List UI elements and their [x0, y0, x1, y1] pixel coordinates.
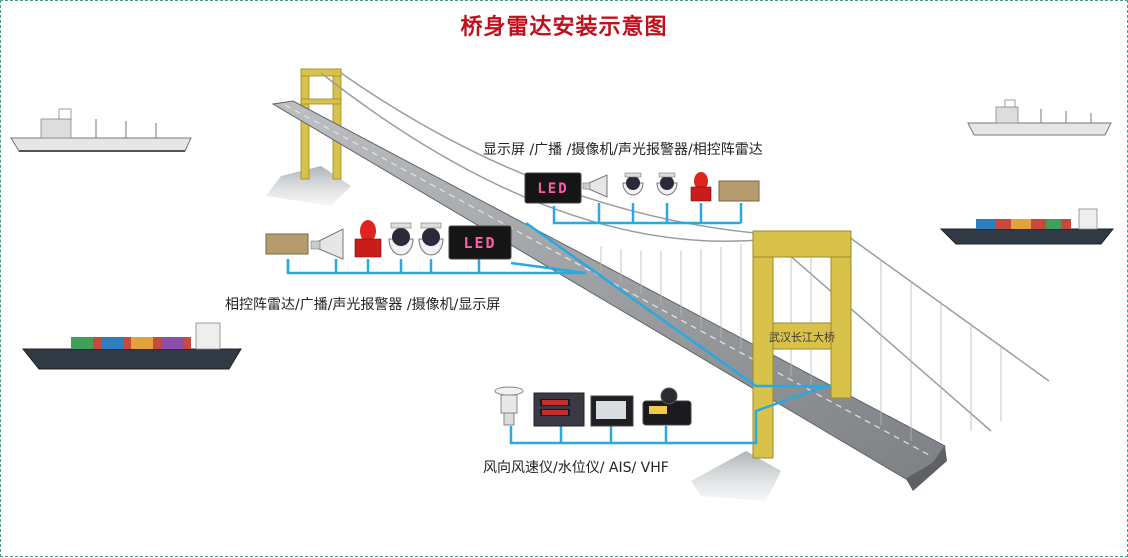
container-ship-left: [21, 322, 242, 370]
ais-unit: [590, 395, 634, 427]
diagram-title: 桥身雷达安装示意图: [460, 15, 668, 40]
ship-top-right: [967, 99, 1112, 136]
alarm-light-upper: [690, 172, 712, 202]
led-display-left: LED: [448, 225, 512, 260]
ship-top-left: [10, 108, 192, 152]
led-display-left-text: LED: [463, 234, 496, 252]
tower-plaque: 武汉长江大桥: [769, 330, 835, 344]
led-display-upper-text: LED: [537, 181, 568, 197]
connector-lines: [286, 203, 831, 445]
loudspeaker-upper: [582, 174, 608, 198]
dome-camera-left-1: [388, 222, 414, 256]
bottom-group-caption: 风向风速仪/水位仪/ AIS/ VHF: [483, 460, 669, 476]
phased-array-radar-upper: [718, 180, 760, 202]
led-display-upper: LED: [524, 172, 582, 204]
loudspeaker-left: [310, 228, 344, 260]
alarm-light-left: [354, 220, 382, 258]
dome-camera-left-2: [418, 222, 444, 256]
water-level-meter: [533, 392, 585, 427]
phased-array-radar-left: [265, 233, 309, 255]
container-ship-right: [939, 208, 1115, 245]
anemometer: [494, 386, 524, 426]
near-tower: [752, 230, 852, 459]
vhf-radio: [642, 387, 692, 426]
dome-camera-upper-2: [656, 172, 678, 196]
upper-right-group-caption: 显示屏 /广播 /摄像机/声光报警器/相控阵雷达: [483, 142, 763, 158]
dome-camera-upper-1: [622, 172, 644, 196]
left-group-caption: 相控阵雷达/广播/声光报警器 /摄像机/显示屏: [225, 297, 501, 313]
